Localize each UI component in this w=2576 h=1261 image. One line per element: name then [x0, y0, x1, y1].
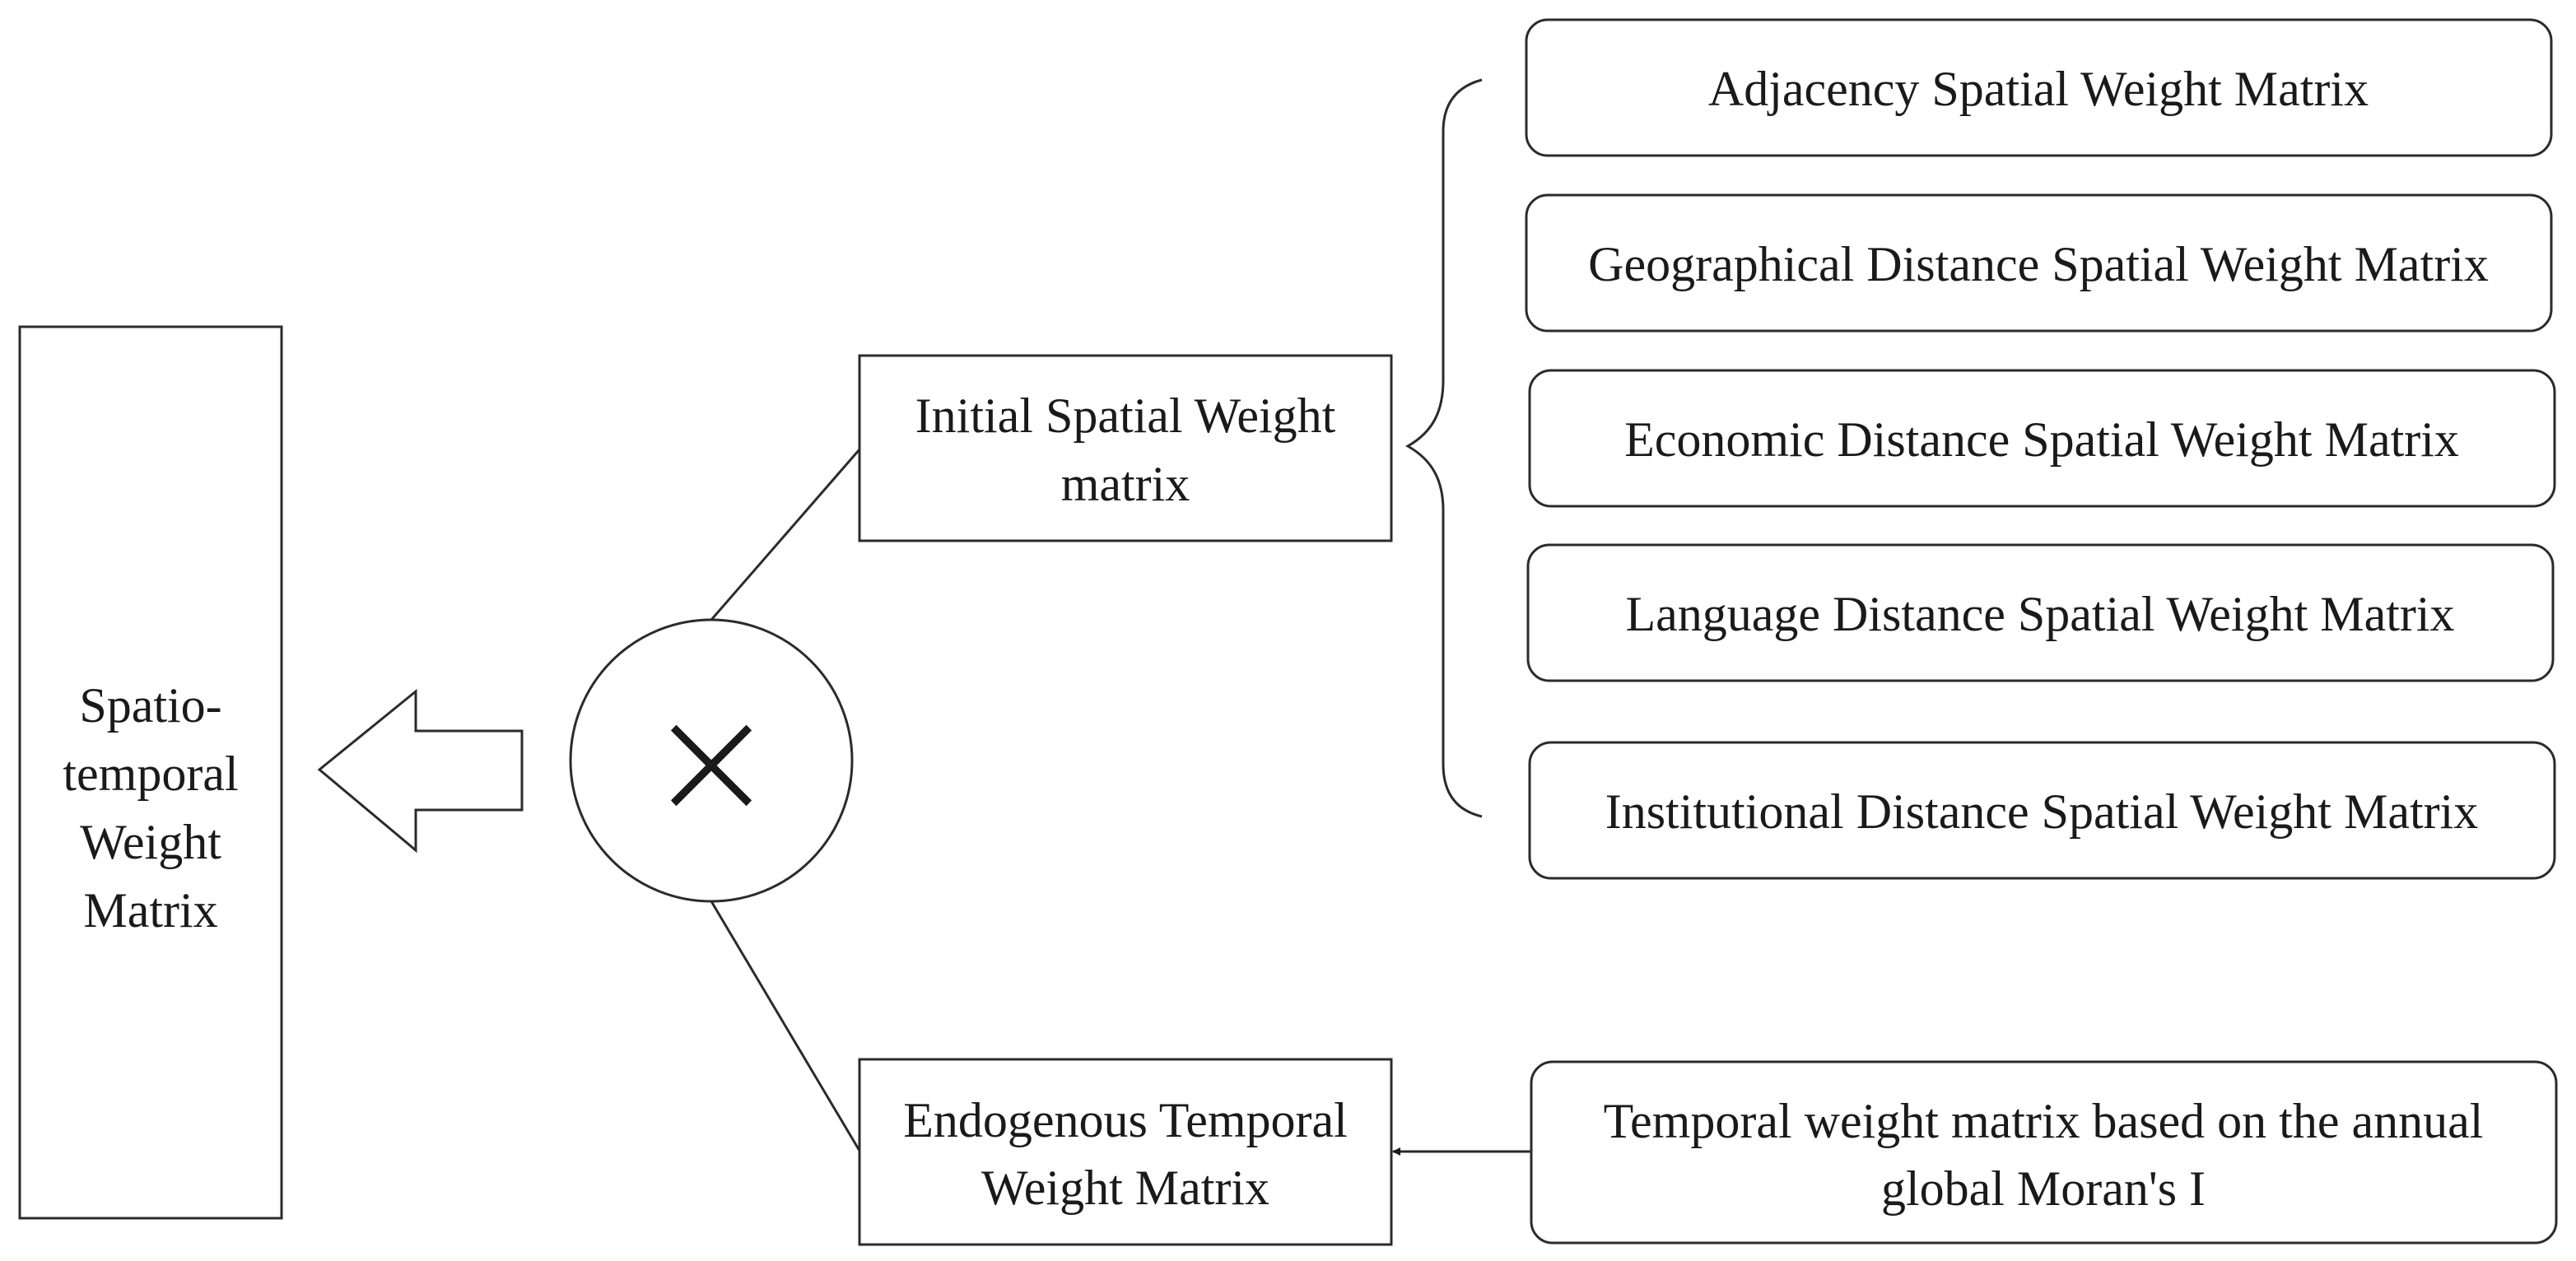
option-label: Adjacency Spatial Weight Matrix: [1708, 62, 2369, 116]
option-box: [1528, 369, 2556, 508]
option-box: [1525, 18, 2553, 157]
spatiotemporal-box: [18, 325, 283, 1220]
option-label: Language Distance Spatial Weight Matrix: [1625, 587, 2454, 641]
option-label: Economic Distance Spatial Weight Matrix: [1624, 412, 2459, 467]
initial-spatial-weight-node: Initial Spatial Weight matrix: [858, 354, 1393, 542]
option-label: Geographical Distance Spatial Weight Mat…: [1588, 237, 2489, 291]
connector-circle-initial: [710, 449, 861, 621]
spatiotemporal-line-2: temporal: [63, 747, 238, 801]
temporal-source-line-2: global Moran's I: [1881, 1161, 2206, 1216]
initial-spatial-line-2: matrix: [1061, 457, 1190, 511]
spatial-option-institutional: Institutional Distance Spatial Weight Ma…: [1528, 741, 2556, 880]
option-box: [1528, 741, 2556, 880]
endogenous-temporal-box: [858, 1058, 1393, 1246]
endogenous-line-1: Endogenous Temporal: [903, 1093, 1348, 1147]
spatiotemporal-line-3: Weight: [80, 815, 221, 869]
spatial-option-economic: Economic Distance Spatial Weight Matrix: [1528, 369, 2556, 508]
endogenous-temporal-node: Endogenous Temporal Weight Matrix: [858, 1058, 1393, 1246]
initial-spatial-box: [858, 354, 1393, 542]
temporal-source-node: Temporal weight matrix based on the annu…: [1530, 1060, 2558, 1245]
option-label: Institutional Distance Spatial Weight Ma…: [1605, 784, 2479, 839]
endogenous-line-2: Weight Matrix: [981, 1161, 1269, 1215]
multiply-circle: [569, 618, 854, 903]
option-box: [1525, 193, 2553, 333]
spatial-option-geographical: Geographical Distance Spatial Weight Mat…: [1525, 193, 2553, 333]
multiply-icon: ×: [645, 670, 776, 852]
temporal-source-line-1: Temporal weight matrix based on the annu…: [1604, 1094, 2484, 1148]
temporal-source-box: [1530, 1060, 2558, 1245]
spatiotemporal-weight-matrix-node: Spatio- temporal Weight Matrix: [18, 325, 283, 1220]
result-arrow-icon: [317, 688, 524, 854]
spatial-option-language: Language Distance Spatial Weight Matrix: [1526, 543, 2555, 682]
spatiotemporal-line-1: Spatio-: [79, 678, 221, 733]
options-brace: [1404, 78, 1483, 818]
option-box: [1526, 543, 2555, 682]
spatiotemporal-line-4: Matrix: [83, 883, 217, 938]
connector-circle-endogenous: [710, 900, 861, 1152]
initial-spatial-line-1: Initial Spatial Weight: [915, 389, 1336, 443]
spatial-option-adjacency: Adjacency Spatial Weight Matrix: [1525, 18, 2553, 157]
multiply-node: ×: [569, 618, 854, 903]
